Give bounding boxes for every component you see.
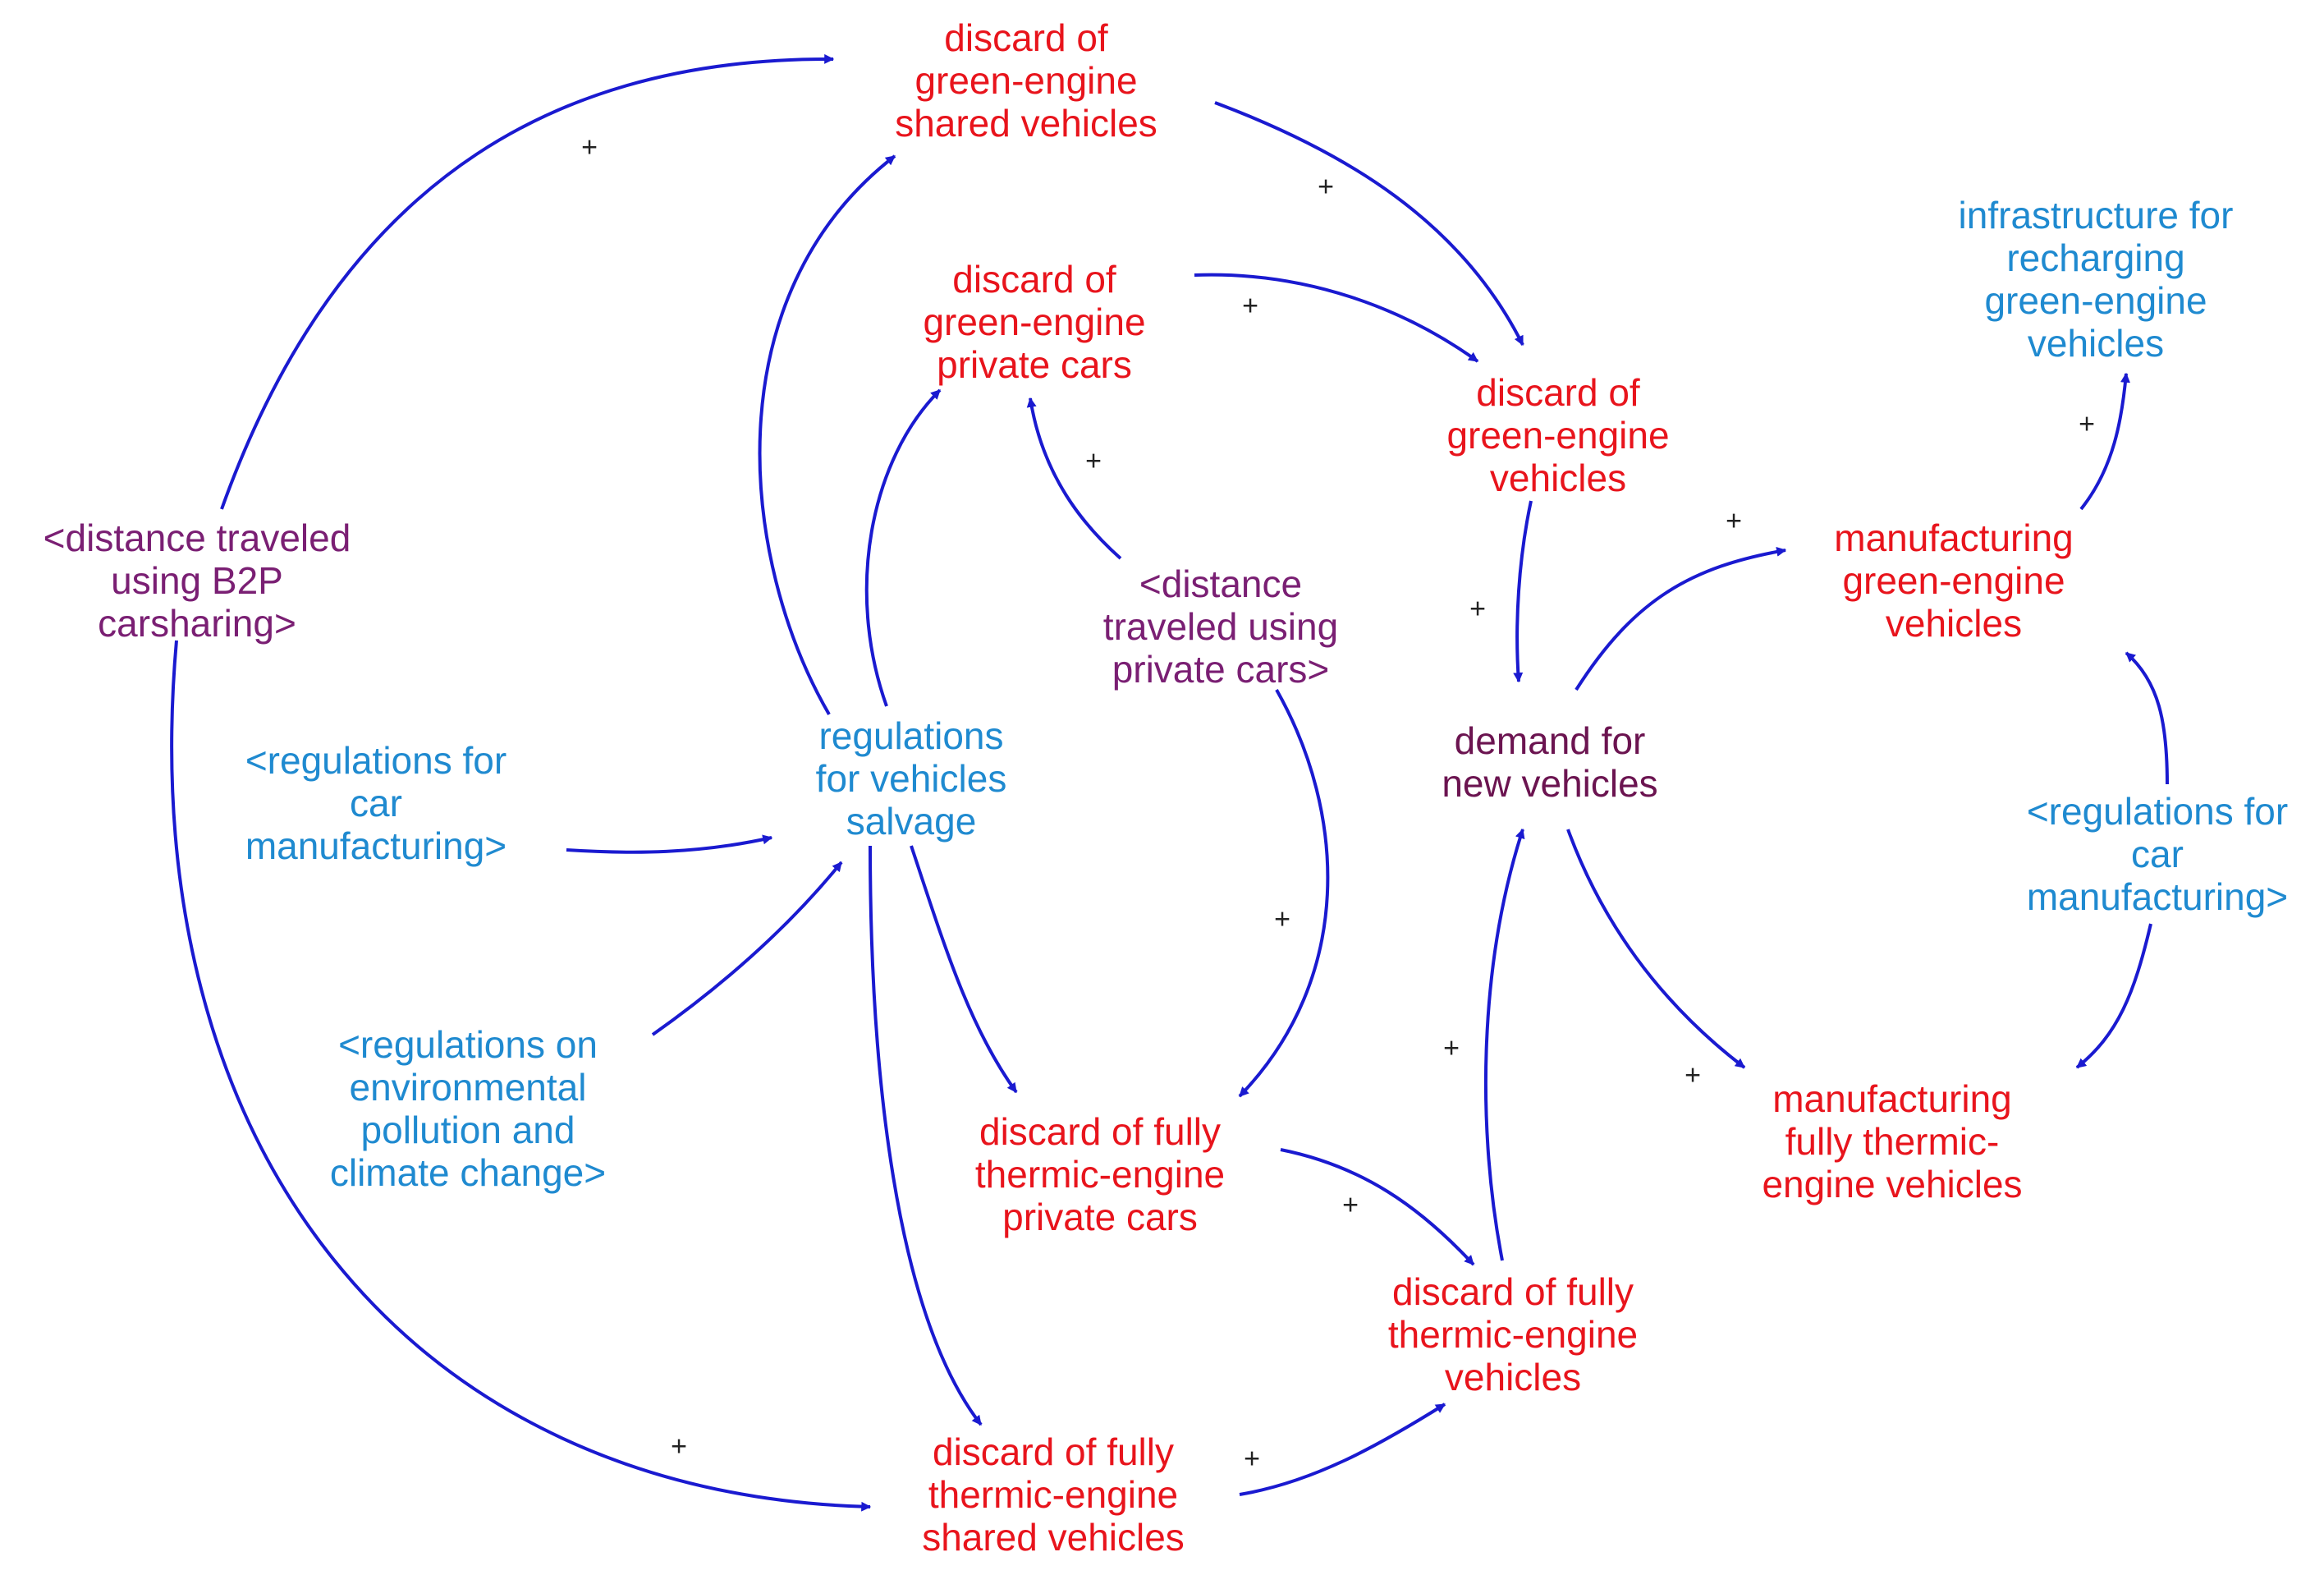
arrow-distance-private-to-green-private	[1026, 397, 1122, 560]
node-manufacturing-thermic: manufacturing fully thermic- engine vehi…	[1762, 1077, 2023, 1205]
sign-distance-private-to-green-private: +	[1085, 445, 1102, 477]
arrow-salvage-to-thermic-shared	[869, 845, 983, 1426]
arrow-regmanuf-right-to-manufacturing-thermic	[2075, 923, 2152, 1069]
node-discard-thermic-shared: discard of fully thermic-engine shared v…	[922, 1430, 1185, 1559]
arrow-salvage-to-green-private	[864, 388, 942, 707]
sign-thermic-shared-to-thermic-vehicles: +	[1244, 1443, 1260, 1475]
node-demand-new-vehicles: demand for new vehicles	[1442, 719, 1658, 805]
sign-green-private-to-green-vehicles: +	[1242, 290, 1258, 322]
arrow-thermic-shared-to-thermic-vehicles	[1239, 1403, 1446, 1496]
node-regulations-manufacturing-right: <regulations for car manufacturing>	[2026, 790, 2289, 918]
node-regulations-manufacturing-left: <regulations for car manufacturing>	[245, 739, 507, 867]
node-manufacturing-green: manufacturing green-engine vehicles	[1834, 517, 2074, 645]
sign-thermic-private-to-thermic-vehicles: +	[1342, 1189, 1359, 1221]
node-discard-green-private: discard of green-engine private cars	[923, 258, 1146, 386]
arrow-green-private-to-green-vehicles	[1194, 273, 1479, 363]
node-infrastructure-recharging: infrastructure for recharging green-engi…	[1958, 194, 2234, 365]
sign-distance-private-to-thermic-private: +	[1274, 903, 1290, 935]
sign-manufacturing-green-to-infrastructure: +	[2079, 408, 2095, 440]
arrow-demand-to-manufacturing-green	[1575, 546, 1787, 691]
sign-green-shared-to-green-vehicles: +	[1318, 171, 1334, 203]
arrow-regmanuf-right-to-manufacturing-green	[2125, 651, 2169, 785]
arrow-green-vehicles-to-demand	[1513, 500, 1533, 683]
arrow-regmanuf-to-salvage	[566, 834, 773, 854]
arrows	[170, 53, 2169, 1512]
node-discard-thermic-vehicles: discard of fully thermic-engine vehicles	[1387, 1270, 1639, 1398]
arrow-thermic-vehicles-to-demand	[1483, 828, 1525, 1261]
sign-demand-to-manufacturing-green: +	[1726, 505, 1742, 537]
node-distance-private: <distance traveled using private cars>	[1102, 562, 1339, 691]
sign-b2p-to-thermic-shared: +	[671, 1430, 687, 1462]
sign-thermic-vehicles-to-demand: +	[1443, 1032, 1460, 1064]
node-discard-thermic-private: discard of fully thermic-engine private …	[974, 1110, 1226, 1238]
node-distance-b2p: <distance traveled using B2P carsharing>	[43, 517, 351, 645]
arrow-b2p-to-thermic-shared	[170, 640, 872, 1512]
arrow-distance-private-to-thermic-private	[1238, 689, 1330, 1098]
node-discard-green-vehicles: discard of green-engine vehicles	[1446, 371, 1670, 499]
sign-b2p-to-green-shared: +	[581, 131, 598, 163]
node-regulations-salvage: regulations for vehicles salvage	[815, 714, 1007, 843]
arrow-thermic-private-to-thermic-vehicles	[1280, 1148, 1475, 1266]
sign-demand-to-manufacturing-thermic: +	[1685, 1059, 1701, 1091]
arrow-salvage-to-green-shared	[758, 154, 896, 716]
node-regulations-environment: <regulations on environmental pollution …	[329, 1023, 607, 1194]
sign-green-vehicles-to-demand: +	[1469, 593, 1486, 625]
arrow-environment-to-salvage	[651, 861, 843, 1036]
arrow-demand-to-manufacturing-thermic	[1566, 829, 1746, 1069]
arrow-b2p-to-green-shared	[220, 53, 835, 510]
arrow-salvage-to-thermic-private	[910, 845, 1018, 1094]
arrow-green-shared-to-green-vehicles	[1214, 101, 1524, 347]
node-discard-green-shared: discard of green-engine shared vehicles	[895, 16, 1157, 145]
arrow-manufacturing-green-to-infrastructure	[2079, 372, 2130, 511]
